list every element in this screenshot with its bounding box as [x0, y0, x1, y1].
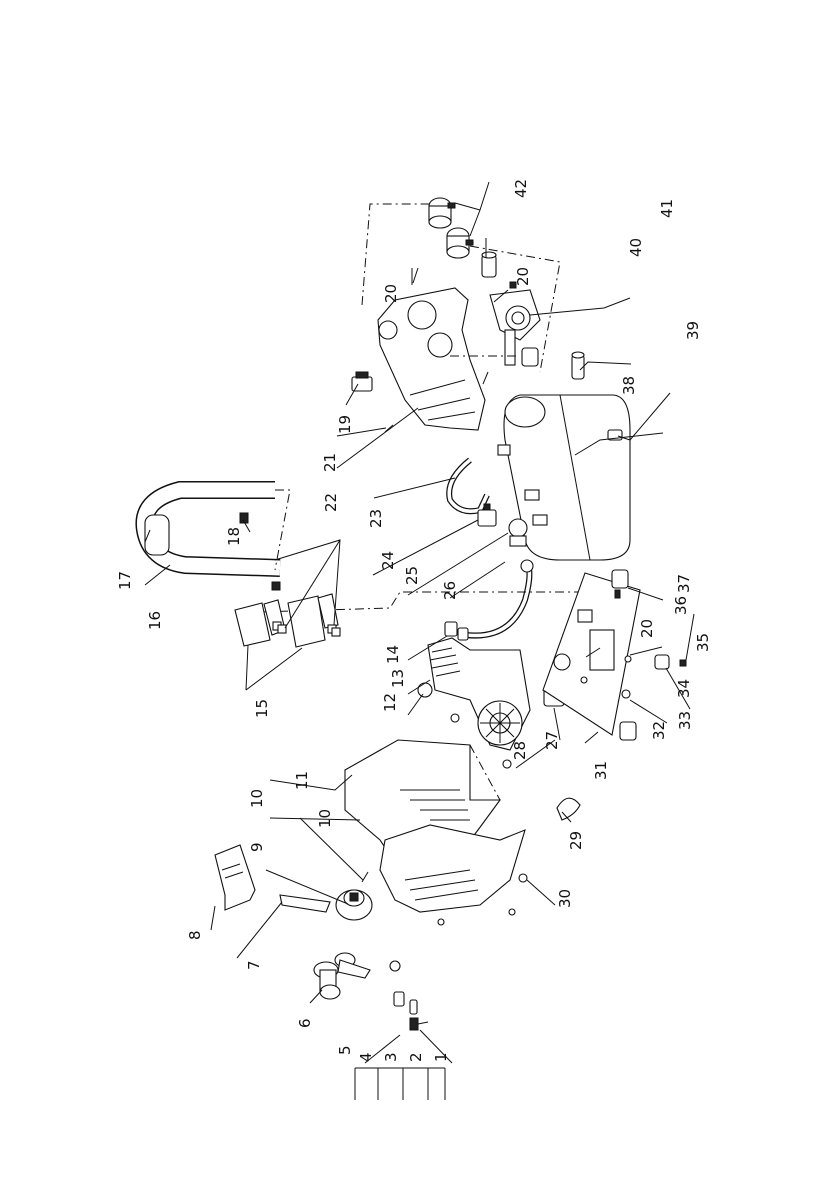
callout-number: 25 [403, 566, 421, 585]
part-30-clip [557, 798, 580, 820]
callout-number: 34 [675, 679, 693, 698]
callout-number: 31 [592, 761, 610, 780]
callout-number: 38 [620, 376, 638, 395]
part-8-cover [215, 845, 255, 910]
callout-number: 33 [676, 711, 694, 730]
callout-number: 41 [658, 199, 676, 218]
callout-number: 32 [650, 721, 668, 740]
callout-number: 12 [381, 693, 399, 712]
callout-number: 15 [253, 699, 271, 718]
callout-number: 28 [511, 741, 529, 760]
callout-number: 5 [336, 1045, 354, 1055]
callout-number: 26 [441, 581, 459, 600]
callout-number: 36 [672, 596, 690, 615]
callout-number: 37 [675, 574, 693, 593]
callout-number: 7 [245, 960, 263, 970]
callout-number: 4 [357, 1052, 375, 1062]
callout-number: 21 [321, 453, 339, 472]
callout-number: 10 [316, 809, 334, 828]
parts-1-4-fittings [390, 961, 428, 1030]
callout-number: 3 [382, 1052, 400, 1062]
part-15-brackets [235, 594, 338, 647]
part-12-13-14-motor [418, 622, 530, 750]
callout-number: 29 [567, 831, 585, 850]
part-6-accessories [314, 953, 370, 999]
callout-number: 35 [694, 633, 712, 652]
callout-number: 19 [336, 415, 354, 434]
callout-number: 40 [627, 238, 645, 257]
callout-number: 20 [382, 284, 400, 303]
callout-number: 17 [116, 571, 134, 590]
callout-number: 6 [296, 1018, 314, 1028]
callout-number: 24 [379, 551, 397, 570]
callout-number: 18 [225, 527, 243, 546]
callout-number: 13 [389, 669, 407, 688]
callout-number: 27 [543, 731, 561, 750]
part-19-switch [352, 372, 372, 391]
callout-number: 2 [407, 1052, 425, 1062]
part-39-fitting [572, 352, 584, 379]
callout-number: 1 [432, 1052, 450, 1062]
callout-number: 22 [322, 493, 340, 512]
callout-number: 16 [146, 611, 164, 630]
callout-number: 20 [638, 619, 656, 638]
part-41-fitting [482, 252, 496, 277]
callout-number: 39 [684, 321, 702, 340]
part-drawings [144, 198, 686, 1030]
callout-number: 11 [293, 771, 311, 790]
part-28-screw [503, 760, 511, 768]
callout-number: 9 [248, 842, 266, 852]
part-40-pressure-manifold [490, 282, 540, 366]
callout-number: 14 [384, 645, 402, 664]
callout-number: 23 [367, 509, 385, 528]
callout-number: 20 [514, 267, 532, 286]
part-26-hose [466, 560, 533, 636]
part-7-strip [280, 895, 330, 912]
part-9-filter [336, 890, 372, 920]
callout-number: 8 [186, 930, 204, 940]
callout-number: 10 [248, 789, 266, 808]
part-33-34-screws [655, 655, 686, 669]
part-16-17-handle [144, 490, 290, 570]
callout-number: 42 [512, 179, 530, 198]
callout-number: 30 [556, 889, 574, 908]
part-42-air-filters [429, 198, 473, 258]
front-cover [380, 825, 527, 925]
accessory-boxes [355, 1068, 445, 1100]
